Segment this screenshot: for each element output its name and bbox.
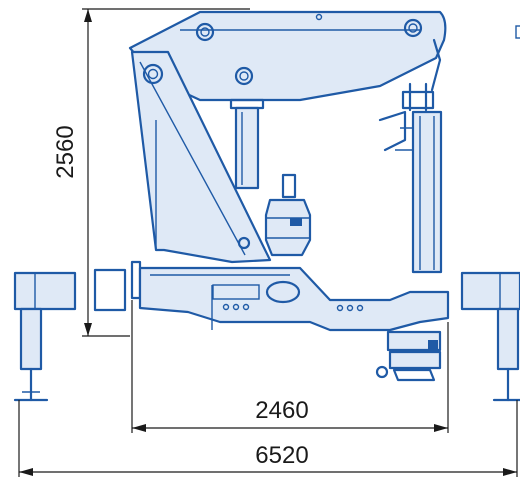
- crane-column: [130, 50, 272, 264]
- cropped-label-box: [515, 25, 520, 39]
- control-block: [375, 330, 442, 382]
- right-tower: [378, 110, 443, 274]
- base-frame: [130, 260, 450, 332]
- dimension-lines: 2560 2460 6520: [18, 8, 518, 477]
- dimension-frame-width-label: 2460: [255, 397, 308, 424]
- dimension-height-label: 2560: [52, 125, 79, 178]
- lift-cylinder: [229, 98, 265, 190]
- left-outrigger: [13, 268, 127, 402]
- slew-unit: [264, 173, 312, 257]
- crane-illustration: [13, 10, 520, 402]
- boom-tip: [401, 38, 442, 112]
- dimension-outrigger-span-label: 6520: [255, 442, 308, 469]
- right-outrigger: [460, 271, 520, 402]
